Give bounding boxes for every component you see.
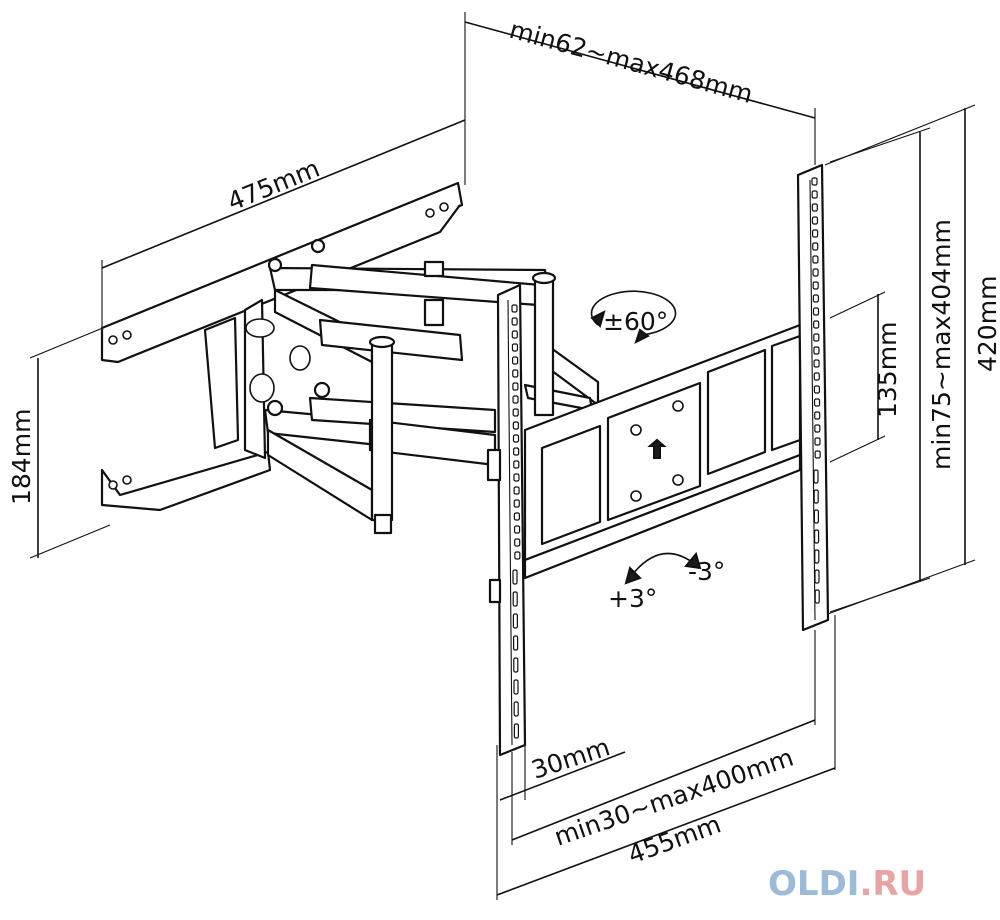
tilt-arrow-icon	[631, 552, 693, 576]
upright-slot	[513, 460, 520, 469]
upright-slot	[813, 359, 820, 368]
motion-arrows	[590, 290, 702, 585]
upright-slot	[512, 369, 519, 378]
watermark-red: RU	[872, 864, 926, 904]
upright-slot	[812, 242, 819, 251]
upright-slot	[513, 701, 519, 717]
upright-slot	[812, 268, 819, 277]
upright-slot	[511, 304, 518, 313]
upright-slot	[814, 411, 821, 420]
upright-slot	[813, 398, 821, 407]
upright-slot	[814, 424, 821, 433]
upright-slot	[812, 307, 820, 316]
upright-slots	[511, 177, 821, 739]
upright-slot	[813, 529, 820, 544]
upright-slot	[813, 372, 820, 381]
upright-slot	[811, 177, 818, 186]
swing-arms	[263, 238, 600, 535]
upright-slot	[512, 635, 519, 651]
upright-slot	[814, 437, 821, 446]
upright-slot	[813, 469, 819, 484]
upright-slot	[813, 333, 820, 342]
upright-slot	[813, 320, 820, 329]
label-arm-extension: min62~max468mm	[506, 15, 756, 109]
upright-slot	[512, 408, 519, 417]
upright-slot	[811, 216, 819, 225]
upright-slot	[514, 551, 521, 560]
upright-slot	[513, 499, 520, 508]
upright-slot	[813, 385, 821, 394]
upright-slot	[513, 486, 520, 495]
label-offset: 30mm	[528, 732, 614, 784]
label-tilt-minus: -3°	[688, 557, 725, 586]
upright-slot	[813, 509, 820, 524]
upright-slot	[811, 229, 819, 238]
upright-slot	[812, 255, 819, 264]
upright-slot	[513, 679, 519, 695]
upright-slot	[511, 343, 519, 352]
label-wall-plate-width: 475mm	[223, 154, 323, 217]
label-rotation: ±60°	[603, 307, 668, 336]
upright-slot	[811, 190, 818, 199]
watermark-dot: .	[859, 864, 872, 904]
upright-slot	[512, 395, 519, 404]
upright-slot	[513, 473, 520, 482]
label-wall-plate-height: 184mm	[7, 409, 36, 505]
label-total-height: 420mm	[973, 276, 1000, 372]
label-vesa-height-range: min75~max404mm	[927, 219, 956, 470]
upright-slot	[513, 657, 519, 673]
upright-slot	[813, 489, 819, 504]
svg-text:OLDI.RU: OLDI.RU	[768, 864, 926, 904]
upright-slot	[512, 569, 518, 585]
upright-slot	[814, 569, 820, 584]
upright-slot	[512, 591, 518, 607]
upright-slot	[814, 450, 821, 459]
upright-slot	[511, 356, 519, 365]
upright-slot	[812, 294, 819, 303]
upright-slot	[513, 723, 520, 739]
upright-slot	[513, 525, 521, 534]
upright-slot	[512, 434, 520, 443]
upright-slot	[814, 589, 820, 604]
upright-slot	[813, 346, 820, 355]
upright-slot	[514, 538, 521, 547]
upright-slot	[513, 512, 521, 521]
upright-slot	[512, 613, 519, 629]
upright-slot	[812, 281, 819, 290]
upright-slot	[512, 421, 519, 430]
upright-slot	[811, 203, 818, 212]
upright-slot	[814, 549, 820, 564]
dimension-lines	[29, 12, 976, 900]
label-vesa-height-small: 135mm	[873, 322, 902, 418]
upright-slot	[511, 317, 518, 326]
upright-slot	[511, 330, 518, 339]
rotation-arrow-icon	[590, 290, 677, 336]
upright-slot	[513, 447, 520, 456]
watermark-blue: OLDI	[768, 864, 859, 904]
tv-bracket	[486, 163, 830, 757]
upright-slot	[512, 382, 519, 391]
label-tilt-plus: +3°	[608, 584, 657, 613]
watermark: OLDI.RU	[768, 864, 926, 904]
